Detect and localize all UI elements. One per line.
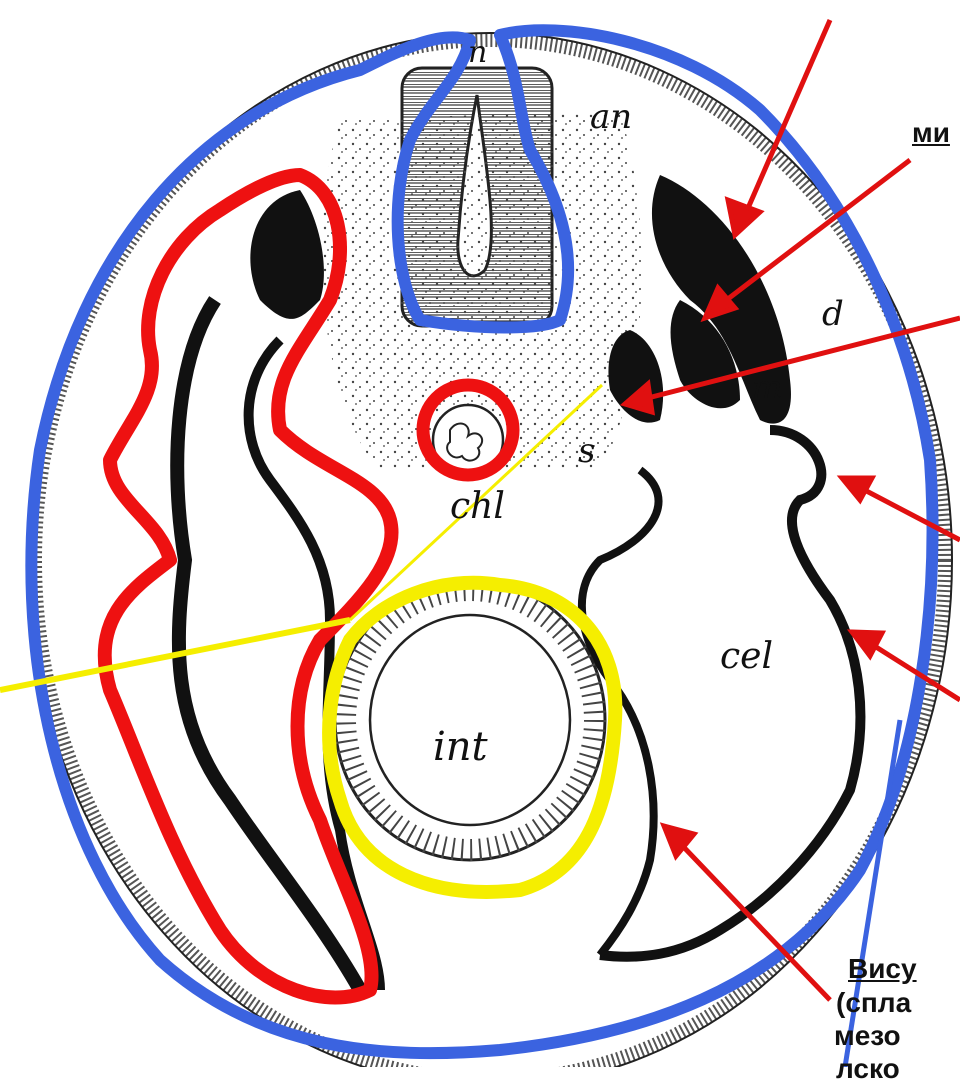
label-an: an — [590, 97, 632, 137]
right-somatopleure — [600, 430, 860, 957]
label-chl: chl — [450, 486, 505, 527]
label-int: int — [433, 724, 489, 770]
caption-visceral-line2: (спла — [836, 986, 911, 1020]
left-somite-tissue — [250, 190, 324, 319]
caption-visceral-line3: мезо — [834, 1019, 901, 1053]
label-s: s — [578, 431, 595, 471]
arrowhead-dermatome — [728, 200, 760, 235]
arrowhead-nephrotome — [842, 478, 872, 500]
caption-visceral-line4: лско — [836, 1052, 900, 1086]
caption-visceral-line1: Вису — [848, 952, 917, 986]
gut-lumen — [370, 615, 570, 825]
caption-top-right: ми — [912, 116, 950, 150]
label-cel: cel — [720, 636, 773, 677]
label-n: n — [468, 35, 487, 70]
arrow-nephrotome — [855, 485, 960, 540]
label-m: m — [752, 368, 782, 406]
label-d: d — [822, 294, 844, 334]
